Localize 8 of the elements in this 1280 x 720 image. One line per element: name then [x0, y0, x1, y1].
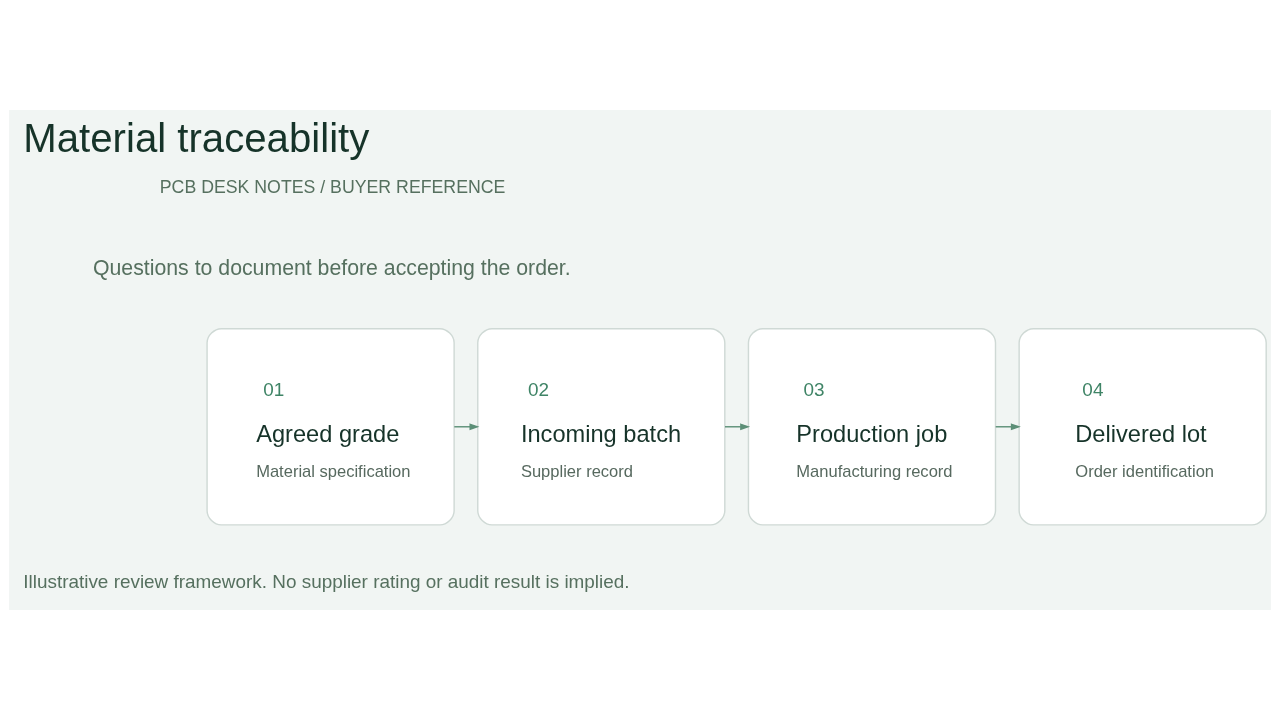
node-box: 01 Agreed grade Material specification — [206, 327, 455, 526]
node-box: 04 Delivered lot Order identification — [1018, 327, 1267, 526]
diagram-title: Material traceability — [23, 115, 370, 161]
label: Questions to document before accepting the order. — [93, 255, 571, 280]
node-box: 03 Production job Manufacturing record — [747, 327, 997, 526]
node-box: 02 Incoming batch Supplier record — [477, 327, 726, 526]
label: PCB DESK NOTES / BUYER REFERENCE — [159, 177, 506, 198]
label: Illustrative review framework. No supplier rating or audit result is implied. — [23, 571, 630, 593]
